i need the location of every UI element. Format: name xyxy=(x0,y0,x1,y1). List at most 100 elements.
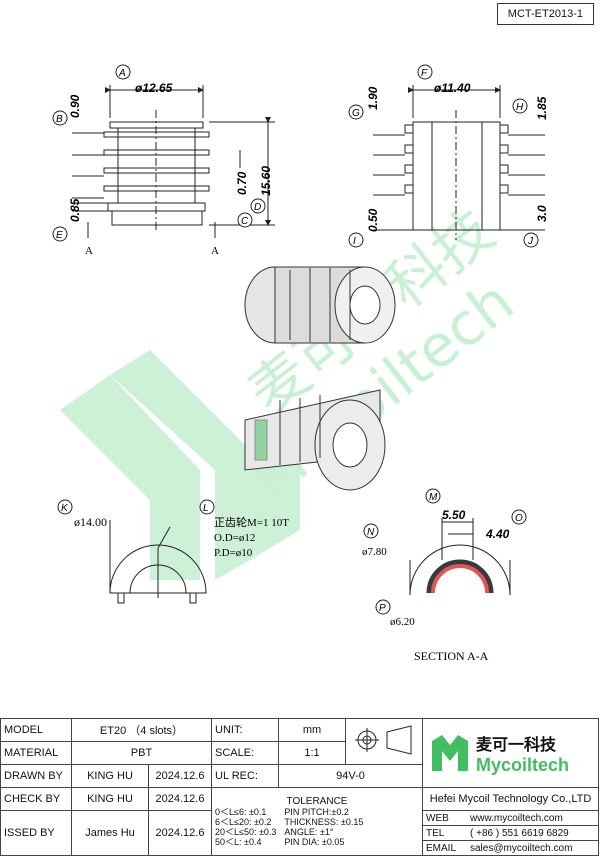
dim-o: 4.40 xyxy=(485,527,510,541)
svg-text:K: K xyxy=(61,503,69,514)
svg-text:L: L xyxy=(203,503,209,514)
balloon-a: A xyxy=(115,64,131,80)
balloon-h: H xyxy=(512,98,528,114)
dim-g: 1.90 xyxy=(366,86,380,110)
tol-pin-pitch: PIN PITCH:±0.2 xyxy=(284,806,349,817)
material-value: PBT xyxy=(71,741,212,765)
issued-by: James Hu xyxy=(71,810,149,856)
company-name: Hefei Mycoil Technology Co.,LTD xyxy=(422,787,599,811)
dim-h: 1.85 xyxy=(535,96,549,120)
tol-3: 20＜L≤50: ±0.3 xyxy=(215,826,277,837)
tol-1: 0＜L≤6: ±0.1 xyxy=(215,806,267,817)
tel-label: TEL xyxy=(426,827,445,839)
logo-cell: 麦可一科技 Mycoiltech xyxy=(422,718,599,788)
balloon-e: E xyxy=(52,226,68,242)
svg-text:C: C xyxy=(241,216,249,227)
dim-j: 3.0 xyxy=(535,205,549,222)
tel-value: ( +86 ) 551 6619 6829 xyxy=(470,827,569,839)
dim-c: 0.70 xyxy=(235,171,249,195)
issued-date: 2024.12.6 xyxy=(148,810,212,856)
dim-b: 0.90 xyxy=(68,94,82,118)
material-label: MATERIAL xyxy=(0,741,72,765)
balloon-d: D xyxy=(250,198,266,214)
check-date: 2024.12.6 xyxy=(148,787,212,811)
balloon-p: P xyxy=(375,599,391,615)
balloon-k: K xyxy=(57,499,73,515)
dim-f: ø11.40 xyxy=(434,81,471,95)
section-mark-left: A xyxy=(85,245,93,257)
section-aa-view xyxy=(409,518,511,596)
tol-4: 50＜L: ±0.4 xyxy=(215,836,262,847)
balloon-b: B xyxy=(52,110,68,126)
balloon-n: N xyxy=(363,523,379,539)
logo-icon xyxy=(432,735,468,771)
scale-label: SCALE: xyxy=(211,741,279,765)
side-view-right xyxy=(373,85,545,240)
svg-text:M: M xyxy=(429,492,438,503)
scale-value: 1:1 xyxy=(278,741,346,765)
balloon-o: O xyxy=(511,509,527,525)
issued-label: ISSED BY xyxy=(0,810,72,856)
half-gear-view xyxy=(109,520,207,604)
check-label: CHECK BY xyxy=(0,787,72,811)
model-value: ET20 （4 slots） xyxy=(71,718,212,742)
balloon-m: M xyxy=(425,488,441,504)
svg-text:E: E xyxy=(56,230,63,241)
dim-p: ø6.20 xyxy=(390,616,415,628)
svg-text:D: D xyxy=(254,202,261,213)
ul-label: UL REC: xyxy=(211,764,279,788)
tol-pin-dia: PIN DIA: ±0.05 xyxy=(284,836,345,847)
dim-n: ø7.80 xyxy=(362,546,387,558)
projection-symbol xyxy=(345,718,423,765)
svg-text:O: O xyxy=(515,513,523,524)
section-mark-right: A xyxy=(211,245,219,257)
gear-note-2: O.D=ø12 xyxy=(214,532,255,544)
web-value[interactable]: www.mycoiltech.com xyxy=(470,812,563,824)
svg-text:A: A xyxy=(118,68,126,79)
svg-text:N: N xyxy=(367,527,375,538)
gear-note-1: 正齿轮M=1 10T xyxy=(214,515,289,529)
balloon-l: L xyxy=(199,499,215,515)
tol-2: 6＜L≤20: ±0.2 xyxy=(215,816,272,827)
balloon-i: I xyxy=(348,232,364,248)
balloon-f: F xyxy=(417,64,433,80)
unit-value: mm xyxy=(278,718,346,742)
svg-text:F: F xyxy=(421,68,428,79)
dim-d: 15.60 xyxy=(259,166,273,196)
email-label: EMAIL xyxy=(426,842,457,854)
email-value[interactable]: sales@mycoiltech.com xyxy=(470,842,573,854)
drawn-date: 2024.12.6 xyxy=(148,764,212,788)
balloon-c: C xyxy=(237,212,253,228)
bobbin-3d-render xyxy=(244,266,396,491)
dim-i: 0.50 xyxy=(366,208,380,232)
dim-k: ø14.00 xyxy=(74,515,107,529)
tolerance-block: TOLERANCE 0＜L≤6: ±0.1 6＜L≤20: ±0.2 20＜L≤… xyxy=(211,787,423,856)
model-label: MODEL xyxy=(0,718,72,742)
gear-note-3: P.D=ø10 xyxy=(214,547,253,559)
dim-e: 0.85 xyxy=(68,198,82,222)
balloon-g: G xyxy=(348,104,364,120)
front-view-left xyxy=(72,85,275,238)
logo-cn: 麦可一科技 xyxy=(476,734,557,754)
svg-text:I: I xyxy=(353,236,356,247)
svg-text:B: B xyxy=(56,114,63,125)
drawn-by: KING HU xyxy=(71,764,149,788)
svg-text:H: H xyxy=(516,102,524,113)
unit-label: UNIT: xyxy=(211,718,279,742)
tolerance-label: TOLERANCE xyxy=(286,795,348,807)
dim-a: ø12.65 xyxy=(135,81,173,95)
check-by: KING HU xyxy=(71,787,149,811)
tol-thickness: THICKNESS: ±0.15 xyxy=(284,816,364,827)
ul-value: 94V-0 xyxy=(278,764,423,788)
section-title: SECTION A-A xyxy=(414,649,489,663)
drawn-label: DRAWN BY xyxy=(0,764,72,788)
drawing-number: MCT-ET2013-1 xyxy=(496,3,594,25)
logo-en: Mycoiltech xyxy=(476,754,570,775)
svg-text:J: J xyxy=(527,236,534,247)
svg-text:G: G xyxy=(352,108,360,119)
title-block: MODEL ET20 （4 slots） UNIT: mm 麦可一科技 Myco… xyxy=(0,718,599,856)
svg-text:P: P xyxy=(379,603,386,614)
web-label: WEB xyxy=(426,812,449,824)
